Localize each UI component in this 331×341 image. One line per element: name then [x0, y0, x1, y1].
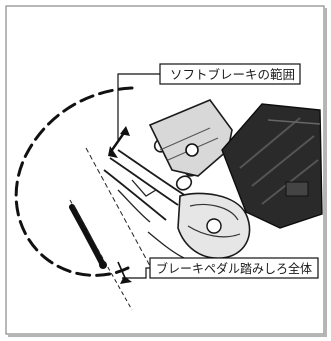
- linkage-details: [117, 179, 185, 259]
- pedal-pad-end: [99, 261, 107, 269]
- travel-line-right: [85, 147, 151, 267]
- soft-brake-label: ソフトブレーキの範囲: [159, 63, 301, 85]
- master-cylinder-block: [221, 103, 323, 229]
- brake-pedal-pad: [69, 204, 106, 268]
- full-travel-leader: [122, 267, 152, 279]
- svg-text:ソフトブレーキの範囲: ソフトブレーキの範囲: [170, 67, 295, 82]
- frame-shadow-bottom: [8, 334, 327, 337]
- pedal-arm: [103, 149, 187, 221]
- full-travel-label: ブレーキペダル踏みしろ全体: [149, 257, 319, 279]
- frame-shadow-right: [324, 8, 327, 336]
- travel-line-left: [69, 199, 133, 311]
- soft-brake-range-marker: [108, 126, 130, 158]
- soft-brake-leader: [117, 73, 160, 140]
- svg-text:ブレーキペダル踏みしろ全体: ブレーキペダル踏みしろ全体: [156, 261, 312, 276]
- pivot-bracket: [148, 99, 233, 177]
- lower-housing: [177, 192, 251, 259]
- pedal-swing-arc: [14, 86, 134, 277]
